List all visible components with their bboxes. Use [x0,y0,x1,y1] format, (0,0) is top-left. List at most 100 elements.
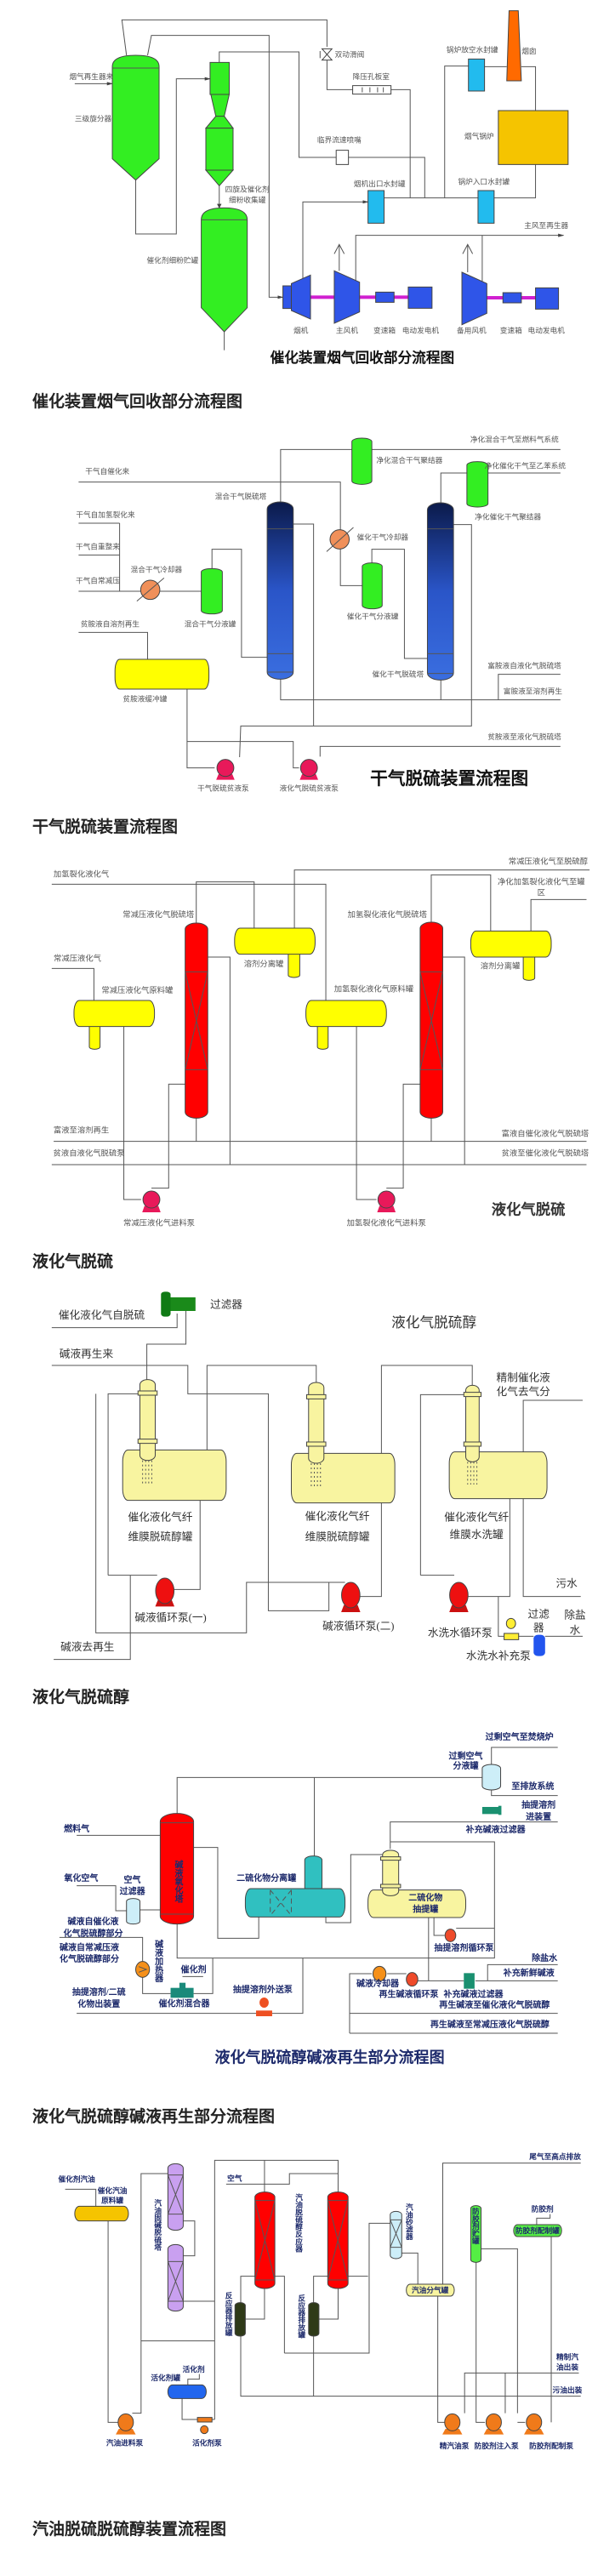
atm-lpg-feed-drum [74,1000,155,1049]
diagram-label: 活化剂 [183,2364,205,2374]
diagram-label: 细粉收集罐 [229,195,266,204]
diagram-label: 抽提溶剂/二硫 [72,1986,126,1998]
fcc-gasoline-feed-tank [75,2206,128,2220]
diagram-label: 水 [570,1625,581,1637]
diagram-label: 溶剂分离罐 [244,959,284,969]
extraction-solvent-pump [445,1929,456,1942]
diagram-label: 器 [533,1621,544,1633]
diagram-label: 反应器排放罐 [225,2291,233,2337]
diagram-label: 碱液自常减压液 [60,1942,119,1953]
diagram-label: 四旋及催化剂 [225,185,270,194]
diagram-label: 贫胺液缓冲罐 [122,694,167,704]
diagram-label: 常减压液化气至脱硫醇 [509,856,588,866]
diagram-caption: 液化气脱硫醇碱液再生部分流程图 [215,2048,445,2066]
diagram-label: 维膜脱硫醇罐 [305,1530,370,1543]
diagram-label: 变速箱 [373,325,396,334]
fiber-film-tank-1 [122,1450,226,1500]
water-filter [533,1634,545,1656]
diagram-label: 碱液加热器 [153,1939,164,1983]
atm-lpg-feed-pump [142,1191,161,1212]
makeup-caustic-filter [464,1973,475,1989]
fourth-cyclone [206,62,233,185]
mixed-dry-gas-coalescer [352,438,372,484]
diagram-label: 化气脱硫醇部分 [63,1928,122,1939]
turbine-train [283,271,432,323]
gasoline-gas-separator [407,2284,454,2296]
diagram-label: 补充碱液过滤器 [443,1989,504,2000]
diagram-label: 化气脱硫醇部分 [60,1953,119,1964]
diagram-label: 溶剂分离罐 [481,961,521,972]
section-heading-lpg-mercaptan: 液化气脱硫醇 [32,1688,130,1707]
diagram-label: 烟气再生器来 [69,71,113,81]
reactor-drain-tank-2 [309,2303,319,2336]
fcc-dry-gas-absorber [427,503,453,680]
lpg-mercaptan-removal-diagram: 过滤器催化液化气自脱硫碱液再生来精制催化液化气去气分催化液化气纤维膜脱硫醇罐催化… [0,1291,586,1662]
diagram-label: 富液自催化液化气脱硫塔 [502,1128,589,1138]
diagram-label: 加氢裂化液化气原料罐 [334,983,413,994]
diagram-label: 过滤 [528,1608,550,1620]
diagram-label: 维膜水洗罐 [450,1529,504,1541]
diagram-label: 防胶剂 [532,2204,554,2214]
diagram-label: 活化剂泵 [192,2438,222,2448]
hcu-lpg-feed-drum [306,1000,387,1049]
antigum-storage-tank [470,2206,481,2263]
caustic-cooler [373,1966,385,1980]
diagram-label: 净化催化干气聚结器 [475,511,541,521]
diagram-label: 补充碱液过滤器 [465,1824,527,1835]
antigum-injection-pump [483,2414,504,2435]
diagram-label: 再生碱液至催化液化气脱硫醇 [439,1999,550,2010]
diagram-label: 水洗水补充泵 [466,1650,531,1662]
diagram-label: 二硫化物 [408,1892,442,1903]
diagram-label: 防胶剂注入泵 [475,2441,519,2450]
atm-lpg-absorber [185,923,208,1118]
lpg-lean-amine-pump [299,760,319,780]
diagram-label: 碱液去再生 [60,1641,114,1653]
diagram-label: 碱液冷却器 [356,1978,400,1989]
diagram-label: 干气自重整来 [76,541,120,550]
diagram-label: 再生碱液至常减压液化气脱硫醇 [430,2019,550,2030]
diagram-label: 区 [538,889,545,898]
lpg-desulfurization-diagram: 常减压液化气至脱硫醇加氢裂化液化气净化加氢裂化液化气至罐区常减压液化气脱硫塔加氢… [0,856,598,1228]
diagram-label: 分液罐 [453,1760,479,1771]
diagram-label: 至排放系统 [511,1781,554,1792]
diagram-label: 碱液循环泵(二) [322,1621,394,1633]
diagram-label: 催化干气分液罐 [347,611,399,620]
caustic-pump-1 [155,1578,175,1607]
diagram-label: 活化剂罐 [151,2373,180,2382]
diagram-label: 空气 [227,2174,242,2183]
diagram-label: 汽油砂滤器 [405,2203,413,2242]
diagram-label: 防胶剂贮罐 [471,2207,480,2246]
diagram-label: 原料罐 [101,2196,123,2205]
flue-machine-outlet-seal [368,191,384,223]
diagram-label: 催化剂 [181,1964,207,1975]
diagram-label: 碱液循环泵(一) [134,1612,206,1624]
fiber-contactor-2 [307,1382,327,1463]
double-slide-valve [320,48,332,60]
section-heading-flue-gas: 催化装置烟气回收部分流程图 [32,392,243,411]
section-heading-caustic-regeneration: 液化气脱硫醇碱液再生部分流程图 [32,2107,276,2126]
diagram-label: 混合干气分液罐 [185,618,236,628]
diagram-label: 净化混合干气至燃料气系统 [470,435,559,444]
diagram-label: 加氢裂化液化气 [54,869,109,879]
reactor-2 [327,2192,348,2288]
diagram-label: 抽提溶剂外送泵 [233,1984,293,1995]
diagram-label: 混合干气脱硫塔 [215,491,267,500]
diagram-label: 进装置 [526,1811,551,1822]
flue-gas-recovery-diagram: 烟气再生器来三级旋分器四旋及催化剂细粉收集罐催化剂细粉贮罐双动滑阀降压孔板室临界… [69,0,569,366]
dry-gas-lean-amine-pump [216,760,235,780]
diagram-label: 精制催化液 [497,1371,551,1383]
diagram-label: 临界流速喷嘴 [317,134,362,144]
solvent-export-pump [256,1998,272,2016]
diagram-label: 加氢裂化液化气脱硫塔 [348,909,428,920]
chimney [507,11,521,81]
diagram-label: 催化液化气纤 [305,1510,370,1523]
diagram-label: 干气自加氢裂化来 [76,510,135,519]
diagram-label: 催化剂细粉贮罐 [147,255,199,265]
diagram-label: 催化汽油 [98,2186,128,2195]
mixed-dry-gas-knockout [202,568,223,613]
diagram-label: 过滤器 [120,1886,146,1897]
diagram-label: 水洗水循环泵 [428,1627,493,1638]
diagram-label: 再生碱液循环泵 [379,1989,440,2000]
section-heading-dry-gas: 干气脱硫装置流程图 [32,818,179,836]
